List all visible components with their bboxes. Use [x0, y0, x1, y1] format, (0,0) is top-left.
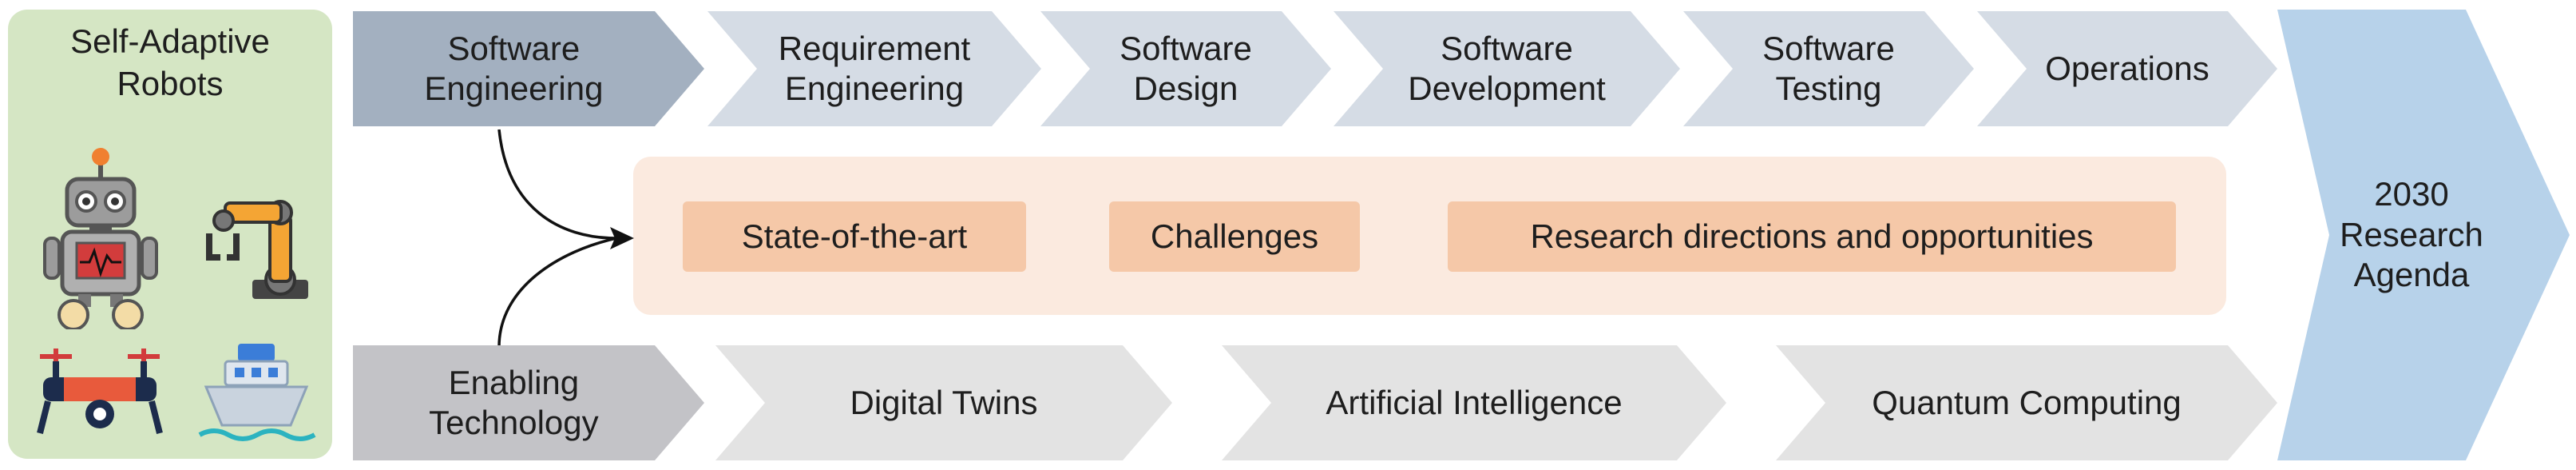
chevron-label: Operations: [2045, 49, 2209, 87]
chevron-artificial-intelligence: Artificial Intelligence: [1222, 345, 1726, 460]
chevron-shape: [1334, 11, 1680, 126]
chevron-shape: [353, 345, 704, 460]
chevron-shape: [1683, 11, 1974, 126]
self-adaptive-robots-panel: Self-Adaptive Robots: [8, 10, 332, 459]
pill-state-of-the-art: State-of-the-art: [683, 201, 1026, 272]
chevron-shape: [707, 11, 1041, 126]
chevron-label: Digital Twins: [850, 383, 1038, 421]
agenda-chevron: 2030 Research Agenda: [2277, 10, 2570, 460]
chevron-shape: [1977, 11, 2277, 126]
panel-title: Self-Adaptive Robots: [70, 22, 270, 102]
chevron-quantum-computing: Quantum Computing: [1776, 345, 2277, 460]
chevron-software-testing: Software Testing: [1683, 11, 1974, 126]
pill-research-directions: Research directions and opportunities: [1448, 201, 2176, 272]
chevron-operations: Operations: [1977, 11, 2277, 126]
arrow-from-software-engineering: [497, 129, 617, 240]
chevron-label: Software Design: [1120, 29, 1252, 107]
chevron-digital-twins: Digital Twins: [715, 345, 1172, 460]
research-content-box: State-of-the-art Challenges Research dir…: [633, 157, 2226, 315]
humanoid-robot-icon: [43, 148, 158, 329]
ship-icon: [198, 344, 316, 441]
chevron-label: Enabling Technology: [429, 363, 599, 441]
robotic-arm-icon: [206, 200, 308, 299]
chevron-software-design: Software Design: [1040, 11, 1331, 126]
chevron-label: Software Development: [1408, 29, 1606, 107]
chevron-software-engineering: Software Engineering: [353, 11, 704, 126]
chevron-label: Software Testing: [1762, 29, 1895, 107]
chevron-software-development: Software Development: [1334, 11, 1680, 126]
chevron-shape: [1040, 11, 1331, 126]
drone-icon: [37, 349, 163, 434]
chevron-label: Requirement Engineering: [778, 29, 971, 107]
chevron-label: Software Engineering: [424, 29, 604, 107]
pill-challenges: Challenges: [1109, 201, 1360, 272]
chevron-shape: [1776, 345, 2277, 460]
chevron-shape: [1222, 345, 1726, 460]
chevron-shape: [353, 11, 704, 126]
chevron-label: Quantum Computing: [1872, 383, 2182, 421]
chevron-label: Artificial Intelligence: [1326, 383, 1623, 421]
arrow-from-enabling-technology: [497, 237, 617, 348]
arrowhead: [610, 227, 634, 249]
agenda-label: 2030 Research Agenda: [2340, 175, 2483, 294]
chevron-enabling-technology: Enabling Technology: [353, 345, 704, 460]
chevron-requirement-engineering: Requirement Engineering: [707, 11, 1041, 126]
chevron-shape: [715, 345, 1172, 460]
